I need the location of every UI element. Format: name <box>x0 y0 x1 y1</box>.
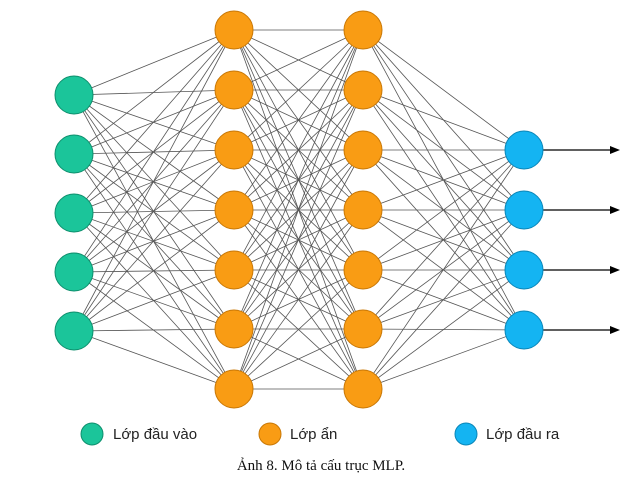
output-arrow-1 <box>543 206 620 214</box>
output-arrow-2 <box>543 266 620 274</box>
legend-output-label: Lớp đầu ra <box>486 426 560 443</box>
edge-input-0-hidden1-0 <box>73 29 235 96</box>
neuron-hidden2-2 <box>343 130 383 170</box>
edge-hidden2-6-output-3 <box>362 329 525 390</box>
output-arrow-head <box>610 266 620 274</box>
edge-hidden2-6-output-0 <box>362 149 525 390</box>
neuron-hidden2-1 <box>343 70 383 110</box>
edge-input-4-hidden1-4 <box>73 269 235 332</box>
edge-input-1-hidden1-0 <box>73 29 235 155</box>
edge-hidden1-6-hidden2-1 <box>233 89 364 390</box>
neuron-hidden2-4 <box>343 250 383 290</box>
neuron-hidden1-3 <box>214 190 254 230</box>
edge-hidden1-3-hidden2-0 <box>233 29 364 211</box>
output-arrow-3 <box>543 326 620 334</box>
edge-hidden1-6-hidden2-4 <box>233 269 364 390</box>
neuron-output-3 <box>504 310 544 350</box>
edge-input-4-hidden1-6 <box>73 330 235 390</box>
neuron-hidden1-6 <box>214 369 254 409</box>
edge-input-1-hidden1-3 <box>73 153 235 211</box>
legend-hidden-swatch <box>258 422 282 446</box>
neuron-input-4 <box>54 311 94 351</box>
edge-input-2-hidden1-4 <box>73 212 235 271</box>
neuron-hidden1-2 <box>214 130 254 170</box>
neuron-hidden1-5 <box>214 309 254 349</box>
neuron-hidden1-1 <box>214 70 254 110</box>
neuron-hidden2-3 <box>343 190 383 230</box>
legend: Lớp đầu vào Lớp ẩn Lớp đầu ra <box>80 422 560 446</box>
edge-hidden2-3-output-0 <box>362 149 525 211</box>
edge-hidden1-6-hidden2-2 <box>233 149 364 390</box>
neuron-hidden1-0 <box>214 10 254 50</box>
neuron-input-0 <box>54 75 94 115</box>
neuron-output-1 <box>504 190 544 230</box>
edge-hidden1-4-hidden2-0 <box>233 29 364 271</box>
edge-hidden2-0-output-0 <box>362 29 525 151</box>
edge-input-1-hidden1-6 <box>73 153 235 390</box>
connection-edges <box>73 29 525 390</box>
neuron-output-2 <box>504 250 544 290</box>
edge-input-1-hidden1-4 <box>73 153 235 271</box>
neuron-output-0 <box>504 130 544 170</box>
edge-input-2-hidden1-0 <box>73 29 235 214</box>
edge-hidden2-4-output-0 <box>362 149 525 271</box>
neuron-input-1 <box>54 134 94 174</box>
neuron-hidden2-5 <box>343 309 383 349</box>
output-arrow-0 <box>543 146 620 154</box>
edge-hidden1-1-hidden2-0 <box>233 29 364 91</box>
figure-caption: Ảnh 8. Mô tả cấu trục MLP. <box>237 457 405 474</box>
edge-input-4-hidden1-1 <box>73 89 235 332</box>
edge-hidden1-2-hidden2-0 <box>233 29 364 151</box>
edge-hidden1-6-hidden2-3 <box>233 209 364 390</box>
neuron-hidden1-4 <box>214 250 254 290</box>
edge-hidden2-6-output-2 <box>362 269 525 390</box>
neuron-hidden2-6 <box>343 369 383 409</box>
edge-input-2-hidden1-6 <box>73 212 235 390</box>
edge-hidden1-6-hidden2-5 <box>233 328 364 390</box>
legend-input-label: Lớp đầu vào <box>113 426 197 443</box>
edge-input-0-hidden1-3 <box>73 94 235 211</box>
neuron-input-3 <box>54 252 94 292</box>
edge-input-3-hidden1-0 <box>73 29 235 273</box>
edge-input-4-hidden1-3 <box>73 209 235 332</box>
output-arrows <box>543 146 620 334</box>
neuron-input-2 <box>54 193 94 233</box>
edge-input-4-hidden1-2 <box>73 149 235 332</box>
output-arrow-head <box>610 326 620 334</box>
edge-hidden2-1-output-0 <box>362 89 525 151</box>
edge-hidden2-5-output-0 <box>362 149 525 330</box>
output-arrow-head <box>610 206 620 214</box>
output-arrow-head <box>610 146 620 154</box>
neuron-hidden2-0 <box>343 10 383 50</box>
legend-hidden-label: Lớp ẩn <box>290 426 337 443</box>
edge-hidden1-5-hidden2-0 <box>233 29 364 330</box>
edge-input-4-hidden1-5 <box>73 328 235 332</box>
edge-input-4-hidden1-0 <box>73 29 235 332</box>
legend-input-swatch <box>80 422 104 446</box>
edge-hidden1-6-hidden2-0 <box>233 29 364 390</box>
neuron-nodes <box>54 10 544 409</box>
legend-output-swatch <box>454 422 478 446</box>
edge-input-0-hidden1-2 <box>73 94 235 151</box>
edge-input-0-hidden1-4 <box>73 94 235 271</box>
edge-hidden2-6-output-1 <box>362 209 525 390</box>
